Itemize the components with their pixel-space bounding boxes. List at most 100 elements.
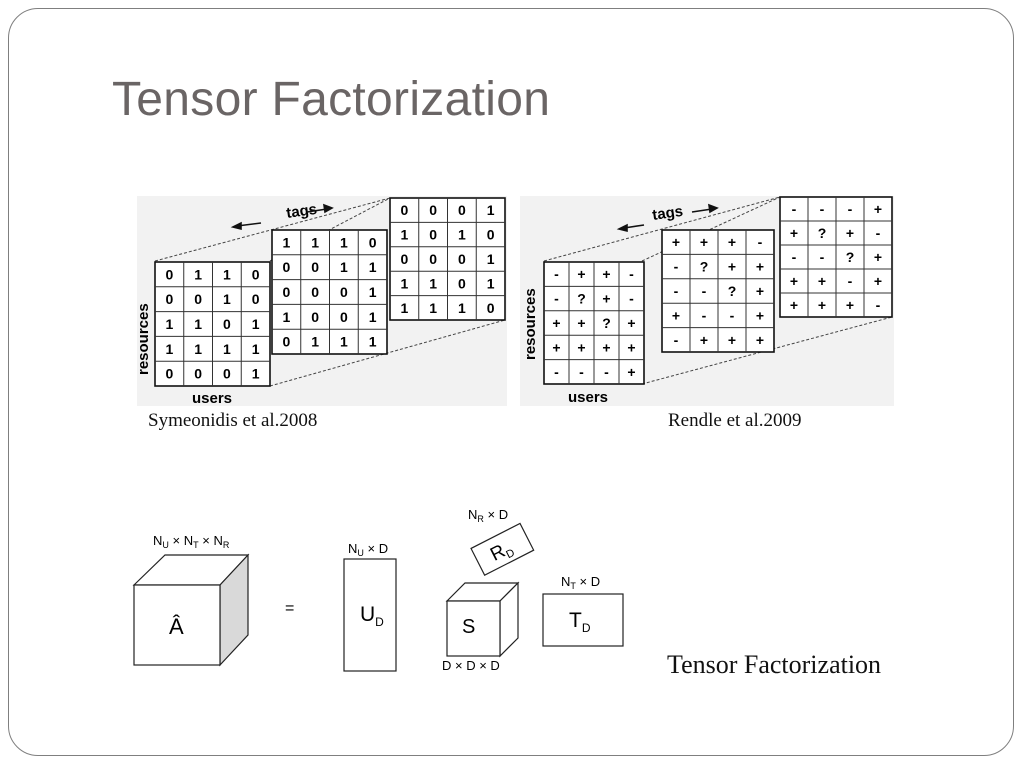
r-matrix: RD <box>470 522 535 576</box>
tags-axis-arrow <box>230 203 334 231</box>
slide-frame <box>8 8 1014 756</box>
tensor-cell: 1 <box>223 341 231 357</box>
tensor-cell: 0 <box>311 259 319 275</box>
tensor-cell: - <box>629 291 634 307</box>
tensor-cell: 0 <box>282 334 290 350</box>
tensor-cell: 0 <box>165 366 173 382</box>
tensor-cell: - <box>629 266 634 282</box>
tensor-cell: + <box>756 259 764 275</box>
tensor-cell: - <box>820 249 825 265</box>
tensor-cell: + <box>627 315 635 331</box>
tensor-cell: 1 <box>340 334 348 350</box>
s-core-cube <box>445 581 520 658</box>
tensor-cell: + <box>552 315 560 331</box>
tensor-cell: 1 <box>487 251 495 267</box>
tensor-cell: 0 <box>458 275 466 291</box>
tensor-cell: ? <box>728 283 737 299</box>
tensor-cell: + <box>672 307 680 323</box>
tensor-cell: - <box>702 283 707 299</box>
tensor-cell: ? <box>602 315 611 331</box>
tensor-cell: 1 <box>194 341 202 357</box>
tensor-cell: - <box>758 234 763 250</box>
figure-left-caption: Symeonidis et al.2008 <box>148 410 318 431</box>
tensor-cell: - <box>579 364 584 380</box>
tensor-cell: + <box>602 266 610 282</box>
tensor-cell: 1 <box>369 259 377 275</box>
t-label: TD <box>569 609 591 635</box>
tensor-cell: + <box>756 283 764 299</box>
tensor-cell: + <box>790 273 798 289</box>
tensor-cell: 1 <box>282 309 290 325</box>
tensor-cell: 0 <box>340 309 348 325</box>
tensor-cell: 1 <box>487 275 495 291</box>
tensor-cell: + <box>627 339 635 355</box>
tensor-cell: 0 <box>223 366 231 382</box>
tensor-cell: + <box>790 297 798 313</box>
tensor-cell: + <box>846 225 854 241</box>
tensor-cell: - <box>604 364 609 380</box>
tensor-cell: - <box>554 266 559 282</box>
tensor-cell: 1 <box>223 291 231 307</box>
factorization-diagram: NU × NT × NR Â = NU × D UD NR × D RD S D… <box>132 507 624 673</box>
t-dims: NT × D <box>561 574 600 591</box>
a-hat-cube <box>132 553 250 667</box>
tensor-cell: - <box>554 364 559 380</box>
u-matrix <box>343 558 397 672</box>
tensor-cell: 0 <box>458 202 466 218</box>
tensor-cell: + <box>577 339 585 355</box>
tensor-cell: + <box>728 234 736 250</box>
tensor-cell: + <box>818 273 826 289</box>
tags-axis-arrow <box>616 203 719 233</box>
tensor-cell: + <box>756 332 764 348</box>
tensor-cell: 1 <box>252 341 260 357</box>
tensor-cell: 1 <box>340 259 348 275</box>
users-axis-label: users <box>192 390 232 407</box>
equals-sign: = <box>285 600 294 617</box>
tensor-cell: + <box>552 339 560 355</box>
tensor-cell: - <box>848 273 853 289</box>
tensor-cell: 1 <box>487 202 495 218</box>
users-axis-label: users <box>568 389 608 406</box>
tensor-cell: 1 <box>282 234 290 250</box>
tensor-cell: 0 <box>223 316 231 332</box>
tensor-cell: 1 <box>400 300 408 316</box>
tags-axis-label: tags <box>651 203 684 224</box>
tensor-cell: 0 <box>369 234 377 250</box>
tensor-cell: + <box>577 315 585 331</box>
tensor-cell: 0 <box>400 202 408 218</box>
tensor-cell: - <box>876 297 881 313</box>
tensor-cell: + <box>790 225 798 241</box>
tensor-cell: 0 <box>487 300 495 316</box>
tensor-cell: - <box>674 332 679 348</box>
resources-axis-label: resources <box>522 288 539 360</box>
tensor-cell: 1 <box>194 316 202 332</box>
tensor-cell: - <box>554 291 559 307</box>
tensor-cell: - <box>792 201 797 217</box>
figure-right-caption: Rendle et al.2009 <box>668 410 802 431</box>
tensor-cell: 0 <box>458 251 466 267</box>
tensor-cell: 1 <box>400 227 408 243</box>
tensor-cell: + <box>700 234 708 250</box>
tensor-cell: - <box>792 249 797 265</box>
tensor-cell: - <box>820 201 825 217</box>
tensor-cell: 0 <box>165 291 173 307</box>
tensor-cell: 0 <box>311 309 319 325</box>
r-dims: NR × D <box>468 507 508 524</box>
tensor-cell: 1 <box>458 227 466 243</box>
s-label: S <box>462 616 475 638</box>
u-dims: NU × D <box>348 541 388 558</box>
tensor-cell: + <box>577 266 585 282</box>
tensor-cell: 1 <box>252 366 260 382</box>
tensor-cell: + <box>818 297 826 313</box>
tensor-cell: 0 <box>252 266 260 282</box>
tensor-layer-front: -++--?+-++?+++++---+ <box>543 261 645 385</box>
tensor-cell: 0 <box>165 266 173 282</box>
tensor-cell: 0 <box>194 366 202 382</box>
tensor-cell: 1 <box>429 300 437 316</box>
t-matrix <box>542 593 624 647</box>
tensor-cell: 1 <box>194 266 202 282</box>
tensor-cell: + <box>846 297 854 313</box>
